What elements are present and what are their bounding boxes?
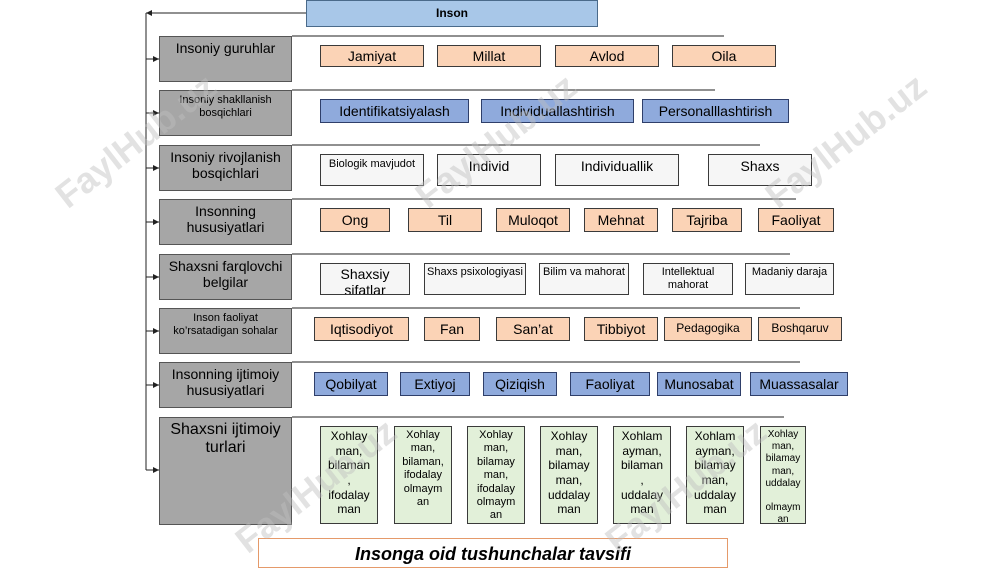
category-ijtimoiy-turlari: Shaxsni ijtimoiy turlari [159,417,292,525]
item-ijtimoiy-tur-5: Xohlam ayman, bilaman , uddalay man [613,426,671,524]
item-ijtimoiy-tur-3: Xohlay man, bilamay man, ifodalay olmaym… [467,426,525,524]
item-individ: Individ [437,154,541,186]
category-shakllanish: Insoniy shakllanish bosqichlari [159,90,292,136]
item-ong: Ong [320,208,390,232]
item-ijtimoiy-tur-4: Xohlay man, bilamay man, uddalay man [540,426,598,524]
item-madaniy-daraja: Madaniy daraja [745,263,834,295]
category-sohalar: Inson faoliyat ko’rsatadigan sohalar [159,308,292,354]
item-biologik-mavjudot: Biologik mavjudot [320,154,424,186]
item-individuallashtirish: Individuallashtirish [481,99,634,123]
item-qiziqish: Qiziqish [483,372,557,396]
category-ijtimoiy-hususiyatlari: Insonning ijtimoiy hususiyatlari [159,362,292,408]
item-shaxs: Shaxs [708,154,812,186]
item-tibbiyot: Tibbiyot [584,317,658,341]
item-tajriba: Tajriba [672,208,742,232]
diagram-caption: Insonga oid tushunchalar tavsifi [258,538,728,568]
category-farqlovchi: Shaxsni farqlovchi belgilar [159,254,292,300]
item-til: Til [408,208,482,232]
item-identifikatsiyalash: Identifikatsiyalash [320,99,469,123]
item-oila: Oila [672,45,776,67]
item-faoliyat: Faoliyat [758,208,834,232]
item-boshqaruv: Boshqaruv [758,317,842,341]
item-avlod: Avlod [555,45,659,67]
item-faoliyat-ijtimoiy: Faoliyat [570,372,650,396]
item-millat: Millat [437,45,541,67]
item-qobilyat: Qobilyat [314,372,388,396]
item-extiyoj: Extiyoj [400,372,470,396]
item-fan: Fan [424,317,480,341]
item-ijtimoiy-tur-2: Xohlay man, bilaman, ifodalay olmaym an [394,426,452,524]
category-insoniy-guruhlar: Insoniy guruhlar [159,36,292,82]
item-pedagogika: Pedagogika [664,317,752,341]
root-node-inson: Inson [306,0,598,27]
item-shaxsiy-sifatlar: Shaxsiy sifatlar [320,263,410,295]
item-bilim-va-mahorat: Bilim va mahorat [539,263,629,295]
item-munosabat: Munosabat [657,372,741,396]
item-shaxs-psixologiyasi: Shaxs psixologiyasi [424,263,526,295]
item-ijtimoiy-tur-1: Xohlay man, bilaman , ifodalay man [320,426,378,524]
item-muassasalar: Muassasalar [750,372,848,396]
item-sanat: San’at [496,317,570,341]
item-mehnat: Mehnat [584,208,658,232]
item-individuallik: Individuallik [555,154,679,186]
item-ijtimoiy-tur-6: Xohlam ayman, bilamay man, uddalay man [686,426,744,524]
item-personallashtirish: Personalllashtirish [642,99,789,123]
category-rivojlanish: Insoniy rivojlanish bosqichlari [159,145,292,191]
item-ijtimoiy-tur-7: Xohlay man, bilamay man, uddalay olmaym … [760,426,806,524]
item-jamiyat: Jamiyat [320,45,424,67]
item-muloqot: Muloqot [496,208,570,232]
item-intellektual-mahorat: Intellektual mahorat [643,263,733,295]
item-iqtisodiyot: Iqtisodiyot [314,317,409,341]
category-hususiyatlari: Insonning hususiyatlari [159,199,292,245]
